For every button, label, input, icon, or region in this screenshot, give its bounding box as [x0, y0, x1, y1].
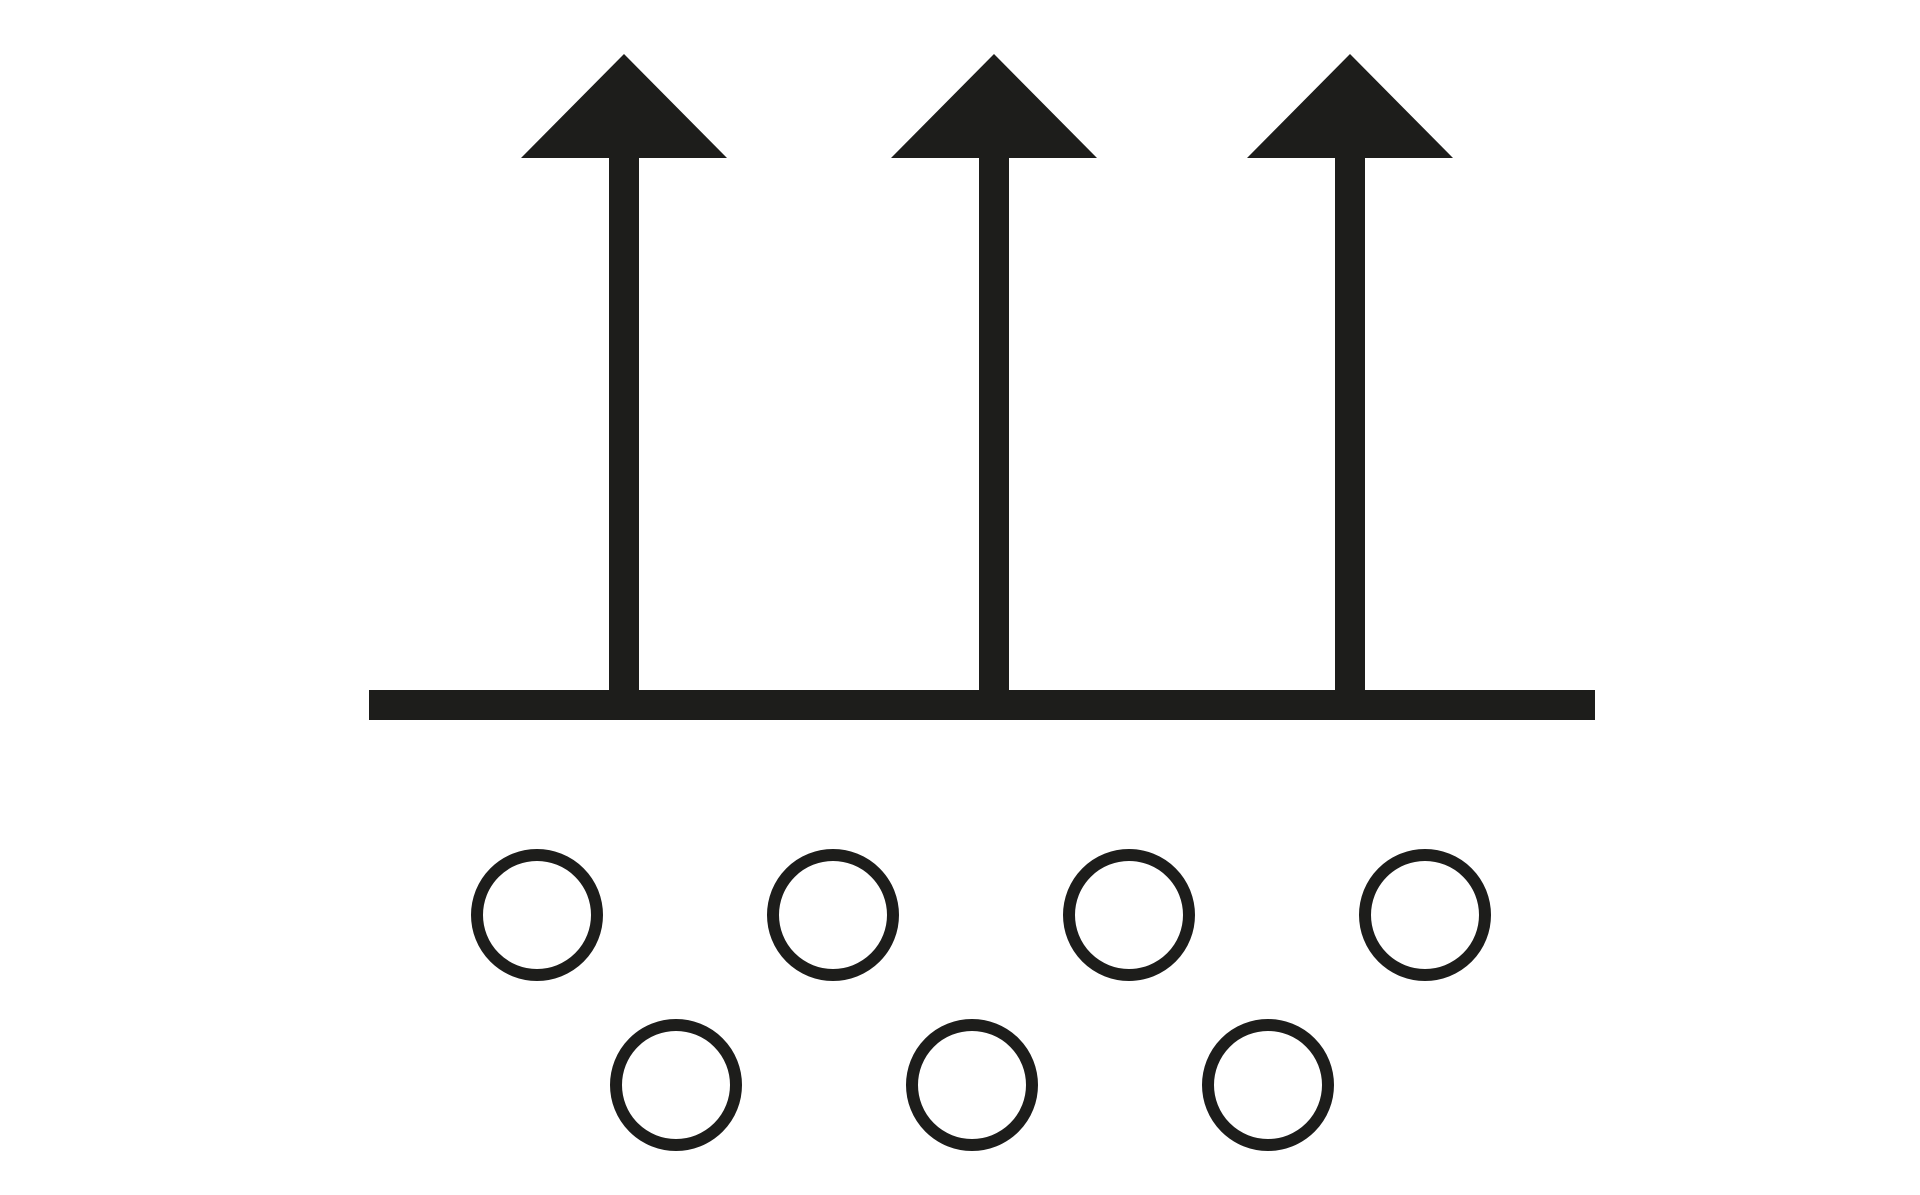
- arrow-shaft: [609, 150, 639, 705]
- bubble-circle: [767, 849, 899, 981]
- bubble-circle: [1359, 849, 1491, 981]
- arrow-head: [521, 54, 727, 158]
- up-arrow: [1247, 54, 1453, 705]
- arrow-shaft: [1335, 150, 1365, 705]
- bubble-circle: [906, 1019, 1038, 1151]
- up-arrow: [521, 54, 727, 705]
- bubble-circle: [1202, 1019, 1334, 1151]
- bubble-circle: [471, 849, 603, 981]
- horizontal-baseline: [369, 690, 1595, 720]
- bubble-circle: [610, 1019, 742, 1151]
- upward-arrows-group: [521, 54, 1453, 705]
- up-arrow: [891, 54, 1097, 705]
- bubble-circle: [1063, 849, 1195, 981]
- circles-group: [471, 849, 1491, 1151]
- arrow-shaft: [979, 150, 1009, 705]
- arrow-head: [891, 54, 1097, 158]
- arrow-head: [1247, 54, 1453, 158]
